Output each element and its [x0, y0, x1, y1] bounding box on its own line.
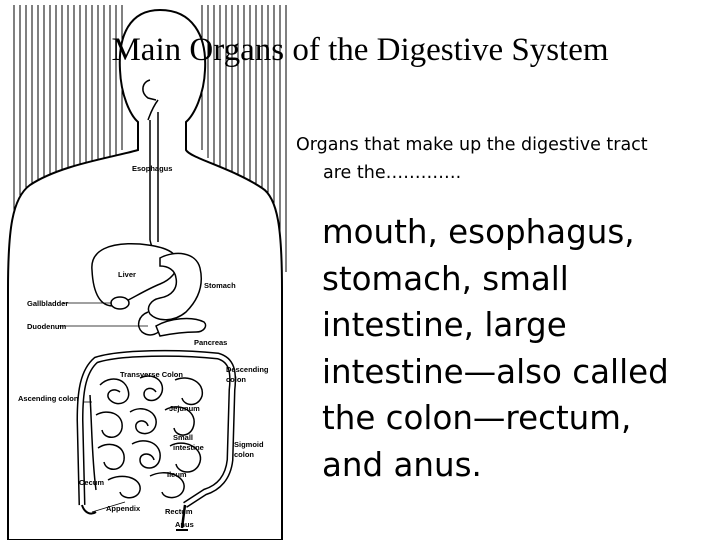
label-transverse-colon: Transverse Colon [120, 370, 183, 379]
answer-line: intestine, large [322, 306, 567, 344]
label-small-intestine-line2: intestine [173, 443, 204, 452]
gallbladder-organ [110, 296, 130, 310]
large-intestine-inner [78, 351, 235, 507]
pancreas-organ [155, 317, 207, 337]
question-text: Organs that make up the digestive tract … [296, 131, 706, 187]
label-anus: Anus [175, 520, 194, 529]
label-rectum: Rectum [165, 507, 193, 516]
label-small-intestine-line1: Small [173, 433, 193, 442]
label-liver: Liver [118, 270, 136, 279]
label-descending-colon-line1: Descending [226, 365, 269, 374]
label-esophagus: Esophagus [132, 164, 172, 173]
digestive-system-diagram: Esophagus Liver Stomach Gallbladder Duod… [7, 5, 287, 540]
label-leader-lines [58, 302, 148, 513]
answer-line: stomach, small [322, 259, 569, 298]
label-appendix: Appendix [106, 504, 141, 513]
label-ileum: Ileum [167, 470, 187, 479]
label-cecum: Cecum [79, 478, 104, 487]
question-line-1: Organs that make up the digestive tract [296, 135, 648, 155]
stomach-organ [147, 252, 202, 321]
answer-line: and anus. [322, 445, 482, 484]
answer-text: mouth, esophagus, stomach, small intesti… [322, 209, 718, 488]
small-intestine-coils [89, 375, 203, 499]
label-sigmoid-colon-line1: Sigmoid [234, 440, 264, 449]
slide-title: Main Organs of the Digestive System [111, 32, 609, 68]
rectum-organ [180, 504, 187, 529]
label-stomach: Stomach [204, 281, 236, 290]
label-ascending-colon: Ascending colon [18, 394, 79, 403]
label-gallbladder: Gallbladder [27, 299, 68, 308]
answer-line: intestine—also called [322, 352, 669, 391]
answer-line: the colon—rectum, [322, 399, 632, 437]
label-jejunum: Jejunum [169, 404, 200, 413]
question-line-2: are the…………. [323, 163, 462, 183]
answer-line: mouth, esophagus, [322, 213, 635, 251]
label-duodenum: Duodenum [27, 322, 66, 331]
label-pancreas: Pancreas [194, 338, 227, 347]
label-sigmoid-colon-line2: colon [234, 450, 254, 459]
label-descending-colon-line2: colon [226, 375, 246, 384]
appendix-organ [81, 504, 97, 515]
